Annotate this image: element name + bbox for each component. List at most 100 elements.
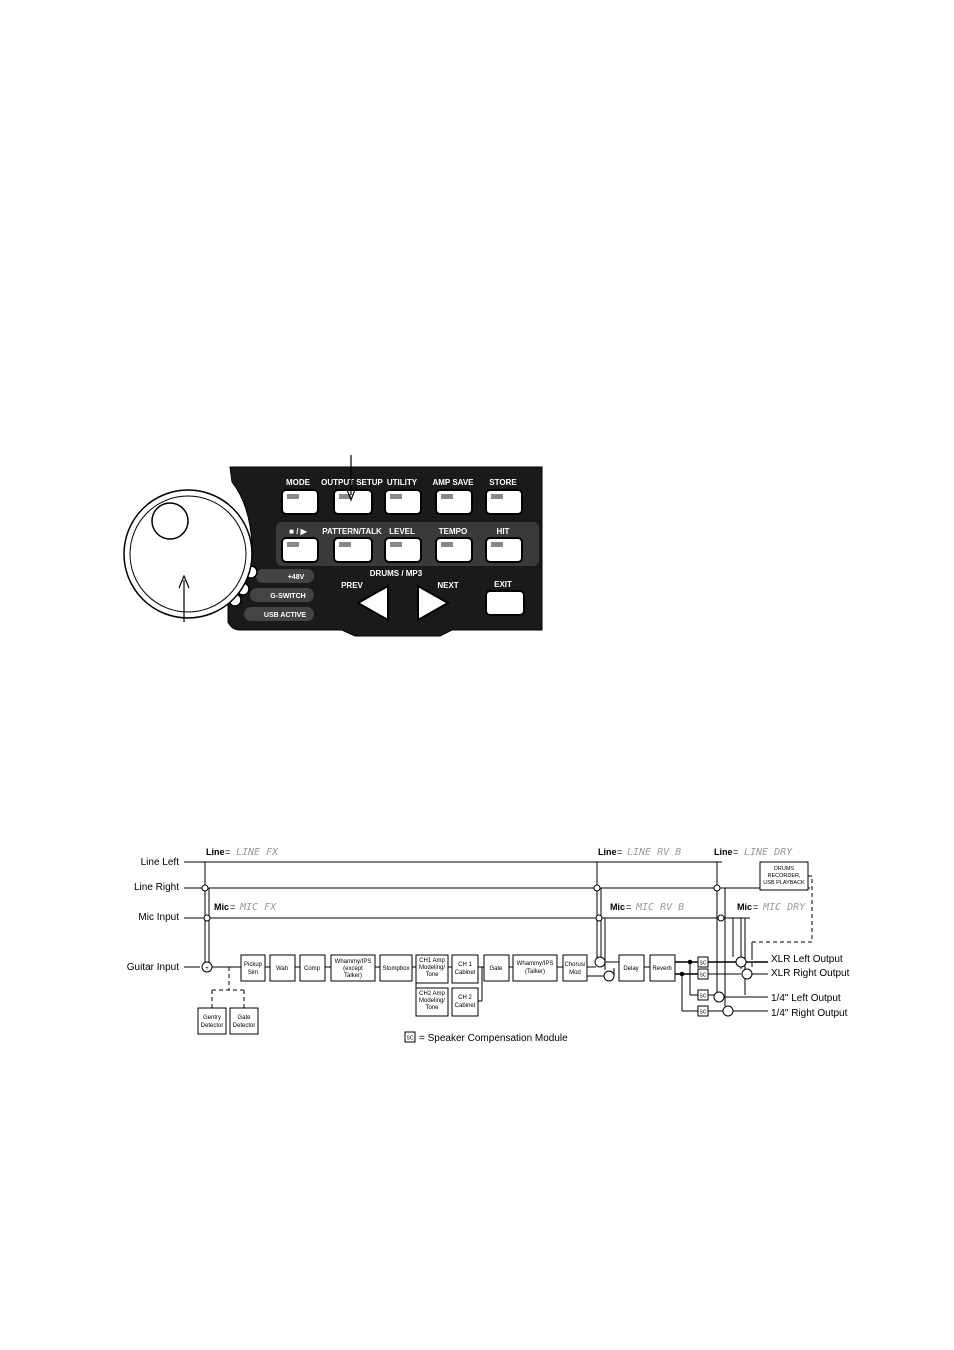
tempo-button[interactable] — [435, 537, 473, 563]
level-button[interactable] — [384, 537, 422, 563]
pill-48v — [256, 569, 314, 583]
pointer-arrow-knob — [178, 574, 190, 622]
svg-text:Detector: Detector — [201, 1023, 224, 1029]
knob-finger-dimple — [151, 502, 189, 540]
block-ch2-amp: CH2 Amp Modeling/ Tone — [415, 987, 449, 1017]
output-xlr-left: XLR Left Output — [771, 954, 843, 965]
input-guitar: Guitar Input — [127, 962, 179, 973]
summer-rv-1 — [594, 956, 606, 968]
tap-mic-fx-eq: = — [230, 902, 235, 912]
prev-arrow-button[interactable] — [355, 584, 389, 622]
pointer-arrow-output-setup — [345, 455, 357, 502]
data-wheel-knob[interactable] — [123, 489, 253, 619]
led-indicator — [390, 542, 402, 547]
svg-text:Modeling/: Modeling/ — [419, 965, 445, 971]
output-xlr-right: XLR Right Output — [771, 968, 850, 979]
label-utility: UTILITY — [387, 478, 418, 487]
tap-line-dry-val: LINE DRY — [744, 847, 793, 858]
svg-text:Tone: Tone — [425, 972, 439, 978]
amp-save-button[interactable] — [435, 489, 473, 515]
store-button[interactable] — [485, 489, 523, 515]
svg-text:Modeling/: Modeling/ — [419, 998, 445, 1004]
signal-flow-diagram: Line Left Line Right Mic Input Guitar In… — [127, 847, 850, 1044]
tap-mic-dry-eq: = — [753, 902, 758, 912]
tap-mic-fx-key: Mic — [214, 902, 229, 912]
pattern-talk-button[interactable] — [333, 537, 373, 563]
svg-text:Wah: Wah — [276, 966, 288, 972]
label-next: NEXT — [437, 581, 458, 590]
label-drums-mp3: DRUMS / MP3 — [370, 569, 423, 578]
label-prev: PREV — [341, 581, 363, 590]
utility-button[interactable] — [384, 489, 422, 515]
label-g-switch: G-SWITCH — [270, 593, 305, 600]
tap-mic-rv-val: MIC RV B — [635, 902, 684, 913]
svg-text:CH 2: CH 2 — [458, 995, 472, 1001]
block-stompbox: Stompbox — [379, 954, 413, 982]
tap-mic-dry-key: Mic — [737, 902, 752, 912]
led-indicator — [287, 542, 299, 547]
svg-text:SC: SC — [700, 994, 707, 1000]
legend-text: = Speaker Compensation Module — [419, 1033, 568, 1044]
led-indicator — [441, 494, 453, 499]
sc-module-xlr-left: SC — [697, 956, 709, 968]
block-whammy-talker: Whammy/IPS (Talker) — [512, 954, 558, 982]
svg-text:Sim: Sim — [248, 970, 258, 976]
summer-xlr-left — [735, 956, 747, 968]
svg-text:Talker): Talker) — [344, 973, 362, 979]
svg-text:CH1 Amp: CH1 Amp — [419, 958, 445, 964]
block-ch1-amp: CH1 Amp Modeling/ Tone — [415, 954, 449, 984]
input-line-right: Line Right — [134, 882, 179, 893]
label-level: LEVEL — [389, 527, 415, 536]
svg-text:Gate: Gate — [489, 966, 503, 972]
sc-module-quarter-left: SC — [697, 989, 709, 1001]
svg-text:Comp: Comp — [304, 966, 321, 972]
mode-button[interactable] — [281, 489, 319, 515]
summer-quarter-right — [722, 1005, 734, 1017]
label-exit: EXIT — [494, 580, 512, 589]
label-mode: MODE — [286, 478, 311, 487]
junction-dot — [201, 884, 209, 892]
svg-text:Gate: Gate — [237, 1015, 251, 1021]
svg-text:RECORDER,: RECORDER, — [767, 873, 800, 879]
hit-button[interactable] — [485, 537, 523, 563]
led-indicator — [390, 494, 402, 499]
tap-line-fx-eq: = — [225, 847, 230, 857]
svg-text:(Talker): (Talker) — [525, 969, 545, 975]
svg-text:USB PLAYBACK: USB PLAYBACK — [763, 880, 805, 886]
block-delay: Delay — [618, 954, 645, 982]
svg-text:Mod: Mod — [569, 970, 581, 976]
svg-text:Tone: Tone — [425, 1005, 439, 1011]
exit-button[interactable] — [485, 590, 525, 616]
sc-module-quarter-right: SC — [697, 1005, 709, 1017]
svg-text:Stompbox: Stompbox — [382, 966, 409, 972]
svg-text:SC: SC — [700, 1010, 707, 1016]
svg-text:Gentry: Gentry — [203, 1015, 221, 1021]
svg-text:DRUMS: DRUMS — [774, 866, 794, 872]
svg-text:SC: SC — [407, 1036, 414, 1042]
svg-text:Pickup: Pickup — [244, 962, 263, 968]
pill-g-switch — [250, 588, 314, 602]
tap-line-fx-key: Line — [206, 847, 225, 857]
output-setup-button[interactable] — [333, 489, 373, 515]
label-output-setup: OUTPUT SETUP — [321, 478, 383, 487]
label-tempo: TEMPO — [439, 527, 467, 536]
play-stop-button[interactable] — [281, 537, 319, 563]
junction-dot — [595, 914, 603, 922]
tap-mic-rv-eq: = — [626, 902, 631, 912]
led-indicator — [339, 542, 351, 547]
svg-text:Delay: Delay — [623, 966, 638, 972]
junction-dot — [203, 914, 211, 922]
block-chorus-mod: Chorus/ Mod — [562, 954, 588, 982]
tap-line-fx-val: LINE FX — [236, 847, 279, 858]
tap-line-rv-val: LINE RV B — [627, 847, 681, 858]
tap-line-dry-eq: = — [733, 847, 738, 857]
svg-text:SC: SC — [700, 961, 707, 967]
svg-text:CH2 Amp: CH2 Amp — [419, 991, 445, 997]
block-pickup-sim: Pickup Sim — [240, 954, 266, 982]
next-arrow-button[interactable] — [417, 584, 451, 622]
label-amp-save: AMP SAVE — [432, 478, 474, 487]
tap-mic-dry-val: MIC DRY — [762, 902, 806, 913]
summer-xlr-right — [741, 968, 753, 980]
tap-line-rv-eq: = — [617, 847, 622, 857]
